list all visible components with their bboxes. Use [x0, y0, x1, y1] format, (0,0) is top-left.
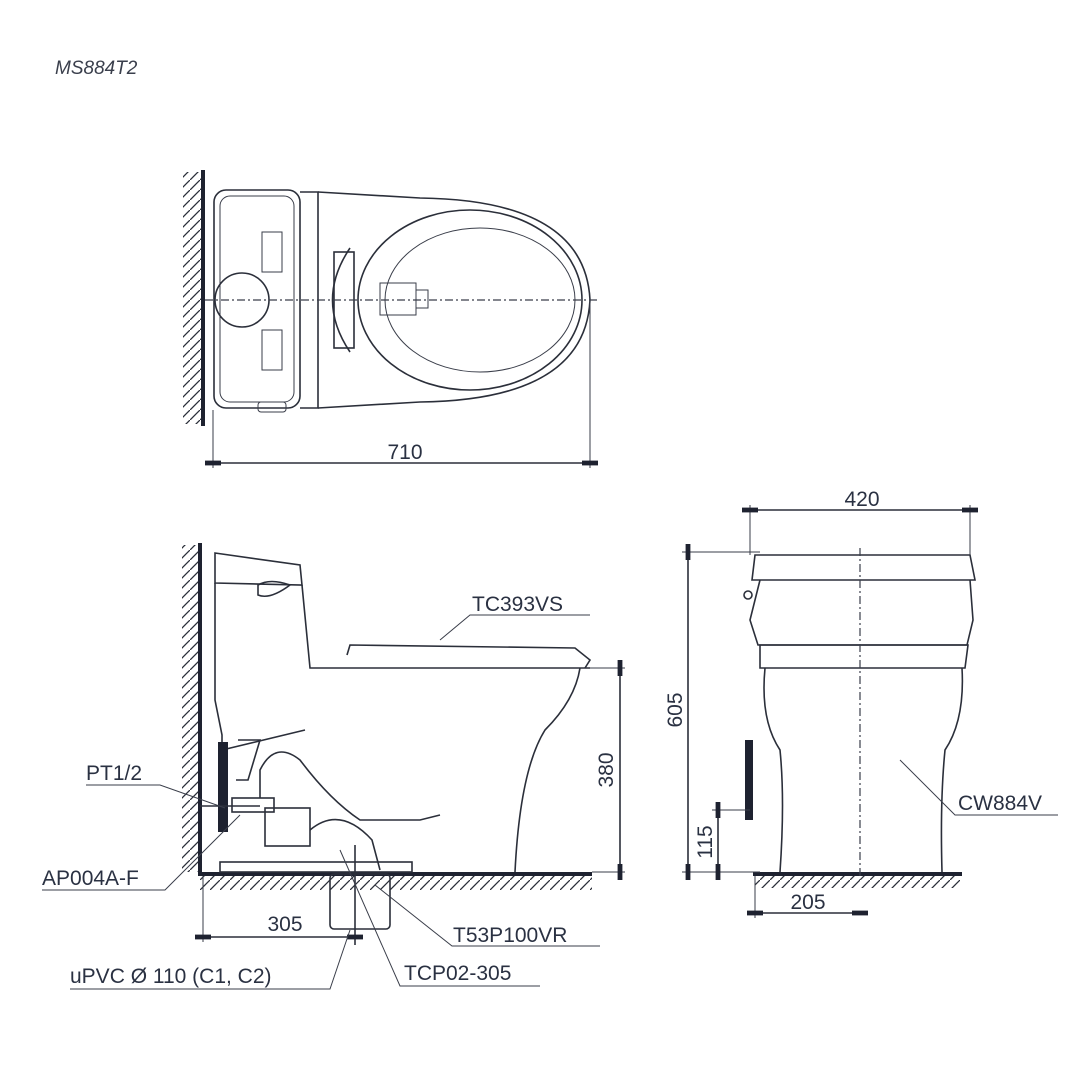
leader-drain-pipe — [70, 929, 351, 990]
leader-bowl — [899, 759, 1058, 816]
flush-button-front — [743, 590, 753, 600]
floor-hatch — [200, 874, 592, 890]
dim-rough-in: 305 — [267, 913, 302, 936]
flush-lever — [257, 401, 287, 413]
tank-outline — [213, 189, 301, 409]
trapway — [264, 807, 311, 847]
supply-valve — [745, 740, 753, 820]
label-seat: TC393VS — [472, 593, 563, 616]
label-bowl: CW884V — [958, 792, 1042, 815]
flush-button — [257, 580, 292, 598]
label-flange: T53P100VR — [453, 924, 567, 947]
drain-flange — [329, 873, 391, 930]
tank-front-outline — [301, 584, 590, 669]
floor-hatch-front — [755, 874, 960, 888]
dim-width: 420 — [844, 488, 879, 511]
trapway-curve — [259, 751, 441, 821]
dim-center-offset: 205 — [790, 891, 825, 914]
base-plate — [219, 861, 413, 873]
hinge-arc — [331, 247, 351, 353]
dim-seat-height: 380 — [595, 752, 618, 787]
label-drain-pipe: uPVC Ø 110 (C1, C2) — [70, 965, 272, 988]
leader-connector — [339, 849, 540, 987]
angle-valve — [218, 742, 228, 832]
tank-front — [751, 554, 976, 581]
tank-bolt-bottom — [261, 329, 283, 371]
supply-hose — [236, 739, 262, 781]
leader-angle-valve — [42, 814, 241, 891]
wall-hatch — [183, 172, 203, 424]
bowl-rim — [357, 209, 583, 391]
top-view: 710 — [183, 170, 598, 468]
seat-front — [759, 644, 969, 669]
side-view: 380 305 TC393VS PT1/2 AP004A-F T53P100VR… — [42, 543, 625, 990]
model-title: MS884T2 — [55, 58, 138, 79]
leader-flange — [374, 884, 600, 947]
outlet-curve — [309, 818, 381, 871]
valve-body — [231, 797, 275, 813]
tank-inner-outline — [219, 195, 295, 403]
bowl-right-outline — [940, 667, 964, 873]
wall-hatch-side — [182, 545, 200, 872]
tank-bolt-top — [261, 231, 283, 273]
dim-supply-height: 115 — [694, 825, 717, 858]
bowl-left-outline — [763, 667, 784, 873]
dim-overall-length: 710 — [387, 441, 422, 464]
label-angle-valve: AP004A-F — [42, 867, 139, 890]
leader-supply-thread — [86, 784, 226, 809]
label-connector: TCP02-305 — [404, 962, 511, 985]
tank-lid — [214, 552, 303, 586]
leader-seat — [439, 614, 590, 641]
label-supply-thread: PT1/2 — [86, 762, 142, 785]
front-view: 420 605 115 205 CW884V — [664, 488, 1058, 918]
jet-outlet-tip — [415, 289, 429, 309]
seat-profile — [346, 644, 592, 669]
tank-body-front — [749, 579, 974, 646]
bowl-front-outline — [514, 667, 581, 873]
tank-back-outline — [214, 583, 306, 752]
dim-height: 605 — [664, 692, 687, 727]
